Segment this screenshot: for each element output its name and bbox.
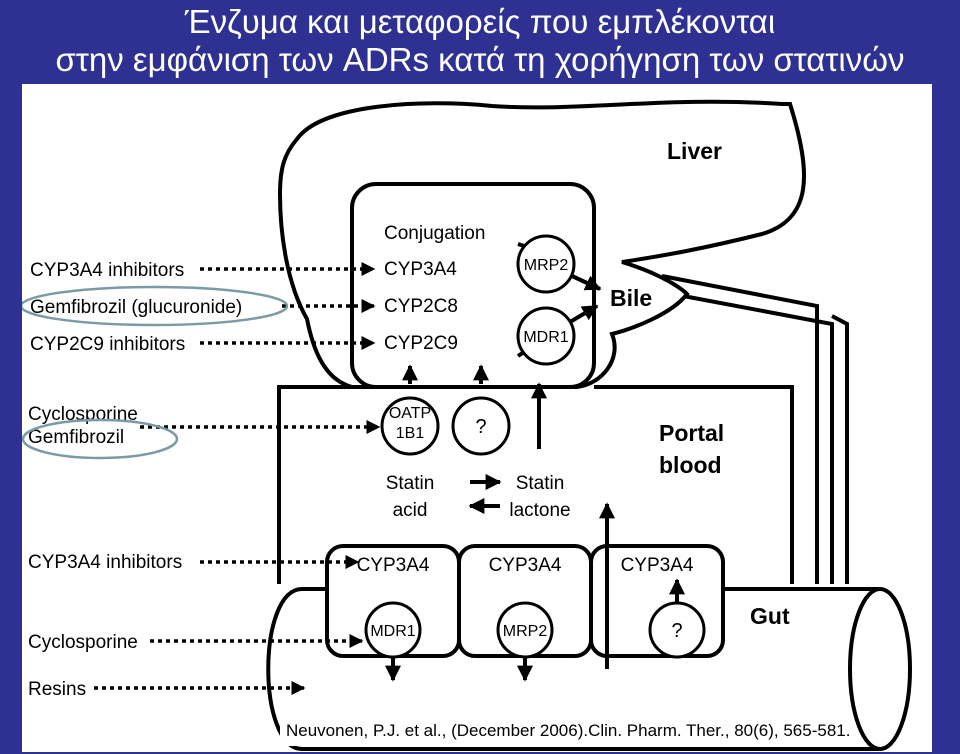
bile-label: Bile [610, 285, 652, 311]
oatp-label-2: 1B1 [396, 425, 425, 442]
statin-lactone-label-1: Statin [516, 473, 565, 494]
portal-vessel [277, 385, 794, 584]
cyp2c9-inhibitors-label: CYP2C9 inhibitors [30, 334, 185, 355]
citation: Neuvonen, P.J. et al., (December 2006).C… [280, 716, 850, 746]
gemfibrozil-label: Gemfibrozil [28, 427, 124, 448]
gut-label: Gut [750, 603, 790, 629]
conjugation-label: Conjugation [384, 223, 485, 244]
bile-duct [661, 274, 849, 584]
liver-mdr1-transporter: MDR1 [516, 304, 599, 366]
cyclosporine-gut-label: Cyclosporine [28, 632, 138, 653]
unknown-uptake-transporter: ? [451, 364, 511, 456]
gut-cyp3a4-label-3: CYP3A4 [621, 555, 694, 576]
oatp1b1-transporter: OATP 1B1 [380, 364, 440, 456]
gut-cyp3a4-label-1: CYP3A4 [357, 555, 430, 576]
gut-cyp3a4-label-2: CYP3A4 [489, 555, 562, 576]
liver-mdr1-label: MDR1 [523, 329, 568, 346]
gut-mrp2-label: MRP2 [503, 623, 548, 640]
liver-label: Liver [667, 138, 722, 164]
gut-tube [266, 587, 912, 751]
inhibitor-arrows [94, 262, 381, 695]
gemfibrozil-glucuronide-label: Gemfibrozil (glucuronide) [30, 297, 242, 318]
statin-adr-diagram: Liver Bile Portal blood Gut Conjugation … [22, 99, 912, 751]
resins-label: Resins [28, 679, 86, 700]
gut-mrp2-transporter: MRP2 [496, 601, 554, 682]
portal-blood-label-1: Portal [659, 420, 724, 446]
slide-title-line-2: στην εμφάνιση των ADRs κατά τη χορήγηση … [55, 41, 905, 78]
gut-unknown-transporter: ? [648, 578, 706, 659]
oatp-label-1: OATP [389, 405, 431, 422]
liver-mrp2-label: MRP2 [524, 257, 569, 274]
statin-acid-label-2: acid [393, 500, 428, 521]
liver-cyp2c9-label: CYP2C9 [384, 333, 458, 354]
gut-unknown-label: ? [671, 620, 682, 642]
statin-lactone-label-2: lactone [509, 500, 570, 521]
liver-cyp2c8-label: CYP2C8 [384, 296, 458, 317]
unknown-uptake-label: ? [475, 416, 486, 438]
liver-mrp2-transporter: MRP2 [516, 234, 602, 294]
statin-acid-label-1: Statin [386, 473, 435, 494]
slide-title-line-1: Ένζυμα και μεταφορείς που εμπλέκονται [184, 3, 776, 40]
gemfibrozil-highlight [22, 418, 179, 460]
gemfibrozil-glucuronide-highlight [22, 285, 289, 327]
gut-mdr1-transporter: MDR1 [364, 601, 422, 682]
portal-blood-label-2: blood [659, 452, 722, 478]
liver-cyp3a4-label: CYP3A4 [384, 259, 457, 280]
diagram-panel: Liver Bile Portal blood Gut Conjugation … [22, 84, 932, 752]
cyp3a4-inhibitors-gut-label: CYP3A4 inhibitors [28, 552, 182, 573]
cyp3a4-inhibitors-liver-label: CYP3A4 inhibitors [30, 260, 184, 281]
gut-mdr1-label: MDR1 [370, 623, 415, 640]
